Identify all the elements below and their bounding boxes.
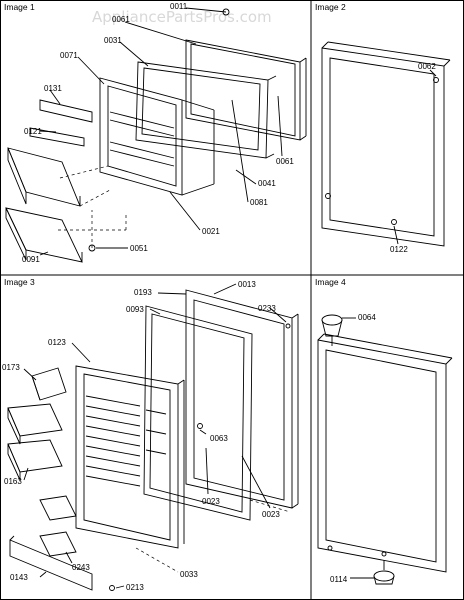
callout-0131: 0131 — [44, 84, 62, 93]
callout-0091: 0091 — [22, 255, 40, 264]
callout-0062: 0062 — [418, 62, 436, 71]
callout-0114: 0114 — [330, 575, 348, 584]
panel-title-image3: Image 3 — [4, 277, 35, 287]
panel-title-image1: Image 1 — [4, 2, 35, 12]
callout-0243: 0243 — [72, 563, 90, 572]
image2-drawing — [321, 41, 451, 247]
image3-hidden-lines — [135, 499, 291, 573]
callout-0061-top: 0061 — [112, 15, 130, 24]
callout-0081: 0081 — [250, 198, 268, 207]
panel-title-image2: Image 2 — [315, 2, 346, 12]
image1-callouts: 0011 0061 0031 0071 0131 0121 0091 0051 … — [22, 2, 294, 264]
callout-0041: 0041 — [258, 179, 276, 188]
callout-0021: 0021 — [202, 227, 220, 236]
callout-0033: 0033 — [180, 570, 198, 579]
callout-0123: 0123 — [48, 338, 66, 347]
callout-0071: 0071 — [60, 51, 78, 60]
callout-0193: 0193 — [134, 288, 152, 297]
callout-0063: 0063 — [210, 434, 228, 443]
image1-hidden-lines — [58, 165, 127, 248]
callout-0143: 0143 — [10, 573, 28, 582]
image4-drawing — [317, 314, 453, 585]
callout-0163: 0163 — [4, 477, 22, 486]
callout-0023-right: 0023 — [262, 510, 280, 519]
callout-0093: 0093 — [126, 305, 144, 314]
callout-0011: 0011 — [170, 2, 188, 11]
image1-drawing — [5, 7, 307, 263]
callout-0023-lower: 0023 — [202, 497, 220, 506]
image3-callouts: 0193 0093 0013 0233 0123 0173 0163 0063 … — [2, 280, 280, 592]
panel-title-image4: Image 4 — [315, 277, 346, 287]
callout-0061-right: 0061 — [276, 157, 294, 166]
callout-0064: 0064 — [358, 313, 376, 322]
callout-0173: 0173 — [2, 363, 20, 372]
callout-0121: 0121 — [24, 127, 42, 136]
callout-0213: 0213 — [126, 583, 144, 592]
watermark: AppliancePartsPros.com — [92, 8, 272, 26]
callout-0122: 0122 — [390, 245, 408, 254]
image4-callouts: 0064 0114 — [330, 313, 376, 584]
callout-0013: 0013 — [238, 280, 256, 289]
callout-0051: 0051 — [130, 244, 148, 253]
image2-callouts: 0062 0122 — [390, 62, 436, 254]
image3-drawing — [7, 283, 299, 591]
callout-0031: 0031 — [104, 36, 122, 45]
callout-0233: 0233 — [258, 304, 276, 313]
